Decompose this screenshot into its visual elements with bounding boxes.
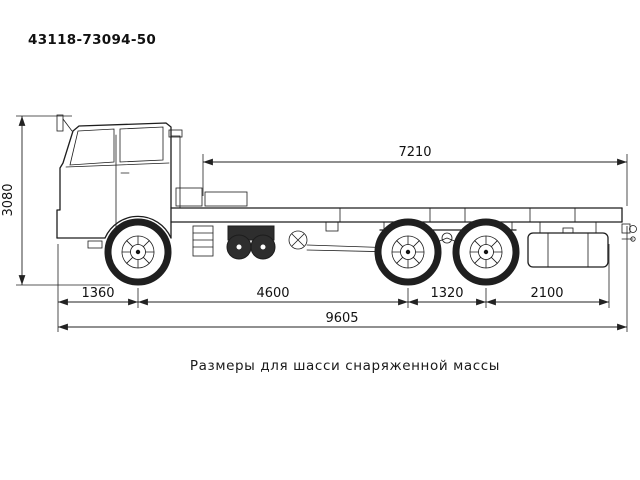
frame-length-dimension: 7210 (202, 145, 628, 206)
rear-wheel-1 (378, 222, 438, 282)
mirror (56, 114, 73, 132)
axle-dimensions: 1360 4600 1320 2100 (57, 226, 628, 332)
overall-length-dimension: 9605 (58, 311, 627, 331)
cab (56, 114, 183, 249)
rear-wheel-2 (456, 222, 516, 282)
powertrain-equipment (175, 187, 397, 260)
dim-wheelbase-label: 4600 (256, 286, 289, 301)
fuel-tank (527, 221, 609, 268)
tow-coupling (621, 223, 637, 242)
height-dimension: 3080 (1, 115, 110, 286)
truck-drawing (56, 114, 637, 282)
front-wheel (108, 222, 168, 282)
dim-front-overhang-label: 1360 (81, 286, 114, 301)
drawing-title: 43118-73094-50 (28, 32, 157, 48)
drawing-caption: Размеры для шасси снаряженной массы (189, 358, 501, 374)
air-intake (168, 129, 183, 209)
dim-rear-section-label: 2100 (530, 286, 563, 301)
dim-bogie-base-label: 1320 (430, 286, 463, 301)
dim-height-label: 3080 (1, 183, 16, 216)
dim-overall-length-label: 9605 (325, 311, 358, 326)
dim-frame-length-label: 7210 (398, 145, 431, 160)
dimension-annotations: 3080 7210 1360 (1, 115, 628, 332)
